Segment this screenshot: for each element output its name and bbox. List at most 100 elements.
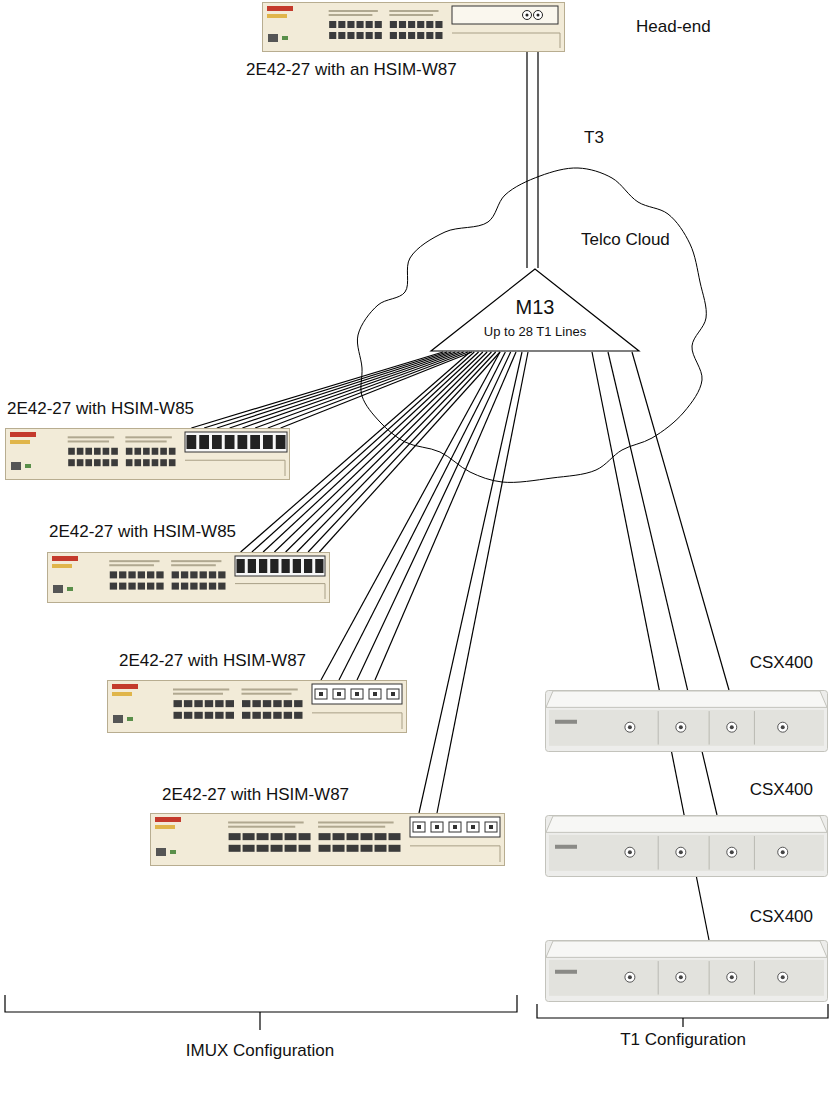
fine-print (329, 14, 373, 16)
cloud-label: Telco Cloud (581, 230, 670, 250)
ethernet-port (138, 583, 145, 590)
console-port (11, 462, 21, 470)
ethernet-port (143, 448, 150, 455)
ethernet-port (390, 21, 397, 28)
bnc-pin (537, 14, 540, 17)
panel-rule (235, 584, 325, 599)
ethernet-port (338, 32, 345, 39)
ethernet-port (68, 459, 75, 466)
t1-port (351, 689, 363, 699)
ethernet-port (294, 700, 302, 707)
group-label: T1 Configuration (620, 1030, 746, 1050)
device-caption: CSX400 (748, 653, 815, 673)
ethernet-port (110, 571, 117, 578)
brand-stripe (52, 564, 72, 568)
bnc-connector (534, 11, 543, 20)
port-ring (676, 972, 686, 982)
rj45-port (276, 435, 286, 449)
ethernet-port (242, 712, 250, 719)
line (526, 52, 527, 268)
front-panel (549, 710, 824, 746)
ethernet-port (226, 712, 234, 719)
switch-device: 2E42-27 with HSIM-W85 (47, 552, 330, 603)
port-ring (625, 847, 635, 857)
ethernet-port (226, 700, 234, 707)
ethernet-port (390, 32, 397, 39)
badge (555, 970, 577, 974)
hsim-module (452, 6, 558, 24)
t1-port-jack (417, 825, 421, 829)
port-core (628, 725, 632, 729)
t1-port-jack (453, 825, 457, 829)
chassis-top (546, 816, 827, 832)
ethernet-port (284, 712, 292, 719)
ethernet-port (319, 833, 331, 840)
fine-print (318, 826, 385, 828)
ethernet-port (329, 21, 336, 28)
ethernet-port (299, 833, 311, 840)
fine-print (389, 14, 433, 16)
chassis (108, 681, 407, 733)
ethernet-port (119, 571, 126, 578)
ethernet-port (172, 583, 179, 590)
brand-stripe (267, 14, 287, 18)
t1-port-jack (489, 825, 493, 829)
ethernet-port (435, 21, 442, 28)
node-outline (545, 815, 828, 877)
line-bundle (419, 352, 528, 813)
device-caption: 2E42-27 with HSIM-W85 (5, 399, 196, 419)
line (191, 352, 443, 428)
ethernet-port (94, 448, 101, 455)
rj45-port (238, 435, 248, 449)
panel-rule (452, 33, 560, 48)
ethernet-port (190, 583, 197, 590)
ethernet-port (356, 21, 363, 28)
ethernet-port (209, 583, 216, 590)
ethernet-port (408, 32, 415, 39)
ethernet-port (252, 700, 260, 707)
device-caption: 2E42-27 with an HSIM-W87 (244, 60, 459, 80)
ethernet-port (147, 571, 154, 578)
ethernet-port (143, 459, 150, 466)
ethernet-port (426, 21, 433, 28)
fine-print (242, 688, 298, 690)
port-ring (778, 722, 788, 732)
ethernet-port (152, 459, 159, 466)
ethernet-port (375, 833, 387, 840)
ethernet-port (138, 571, 145, 578)
fine-print (125, 436, 171, 438)
ethernet-port (77, 448, 84, 455)
ethernet-port (435, 32, 442, 39)
t1-port (333, 689, 345, 699)
telco-cloud: Telco CloudM13Up to 28 T1 Lines (352, 160, 712, 490)
hsim-module (235, 556, 325, 576)
brand-stripe (112, 692, 132, 696)
ethernet-port (215, 712, 223, 719)
line (437, 352, 528, 813)
group-label: IMUX Configuration (186, 1041, 334, 1061)
fine-print (173, 688, 229, 690)
port-ring (727, 847, 737, 857)
ethernet-port (184, 700, 192, 707)
site-label: Head-end (636, 17, 711, 37)
panel-divider (754, 961, 755, 994)
t1-port (485, 822, 497, 832)
line (632, 352, 729, 690)
ethernet-port (366, 32, 373, 39)
ethernet-port (103, 459, 110, 466)
node-outline (5, 428, 290, 480)
chassis-top (546, 941, 827, 957)
t1-port (467, 822, 479, 832)
panel-divider (754, 711, 755, 744)
fine-print (173, 693, 223, 695)
ethernet-port (257, 833, 269, 840)
ethernet-port (160, 448, 167, 455)
node-outline (545, 940, 828, 1002)
panel-divider (709, 836, 710, 869)
ethernet-port (284, 700, 292, 707)
ethernet-port (169, 448, 176, 455)
rj45-port (304, 559, 312, 573)
t1-port (369, 689, 381, 699)
csx-router: CSX400 (545, 815, 828, 877)
